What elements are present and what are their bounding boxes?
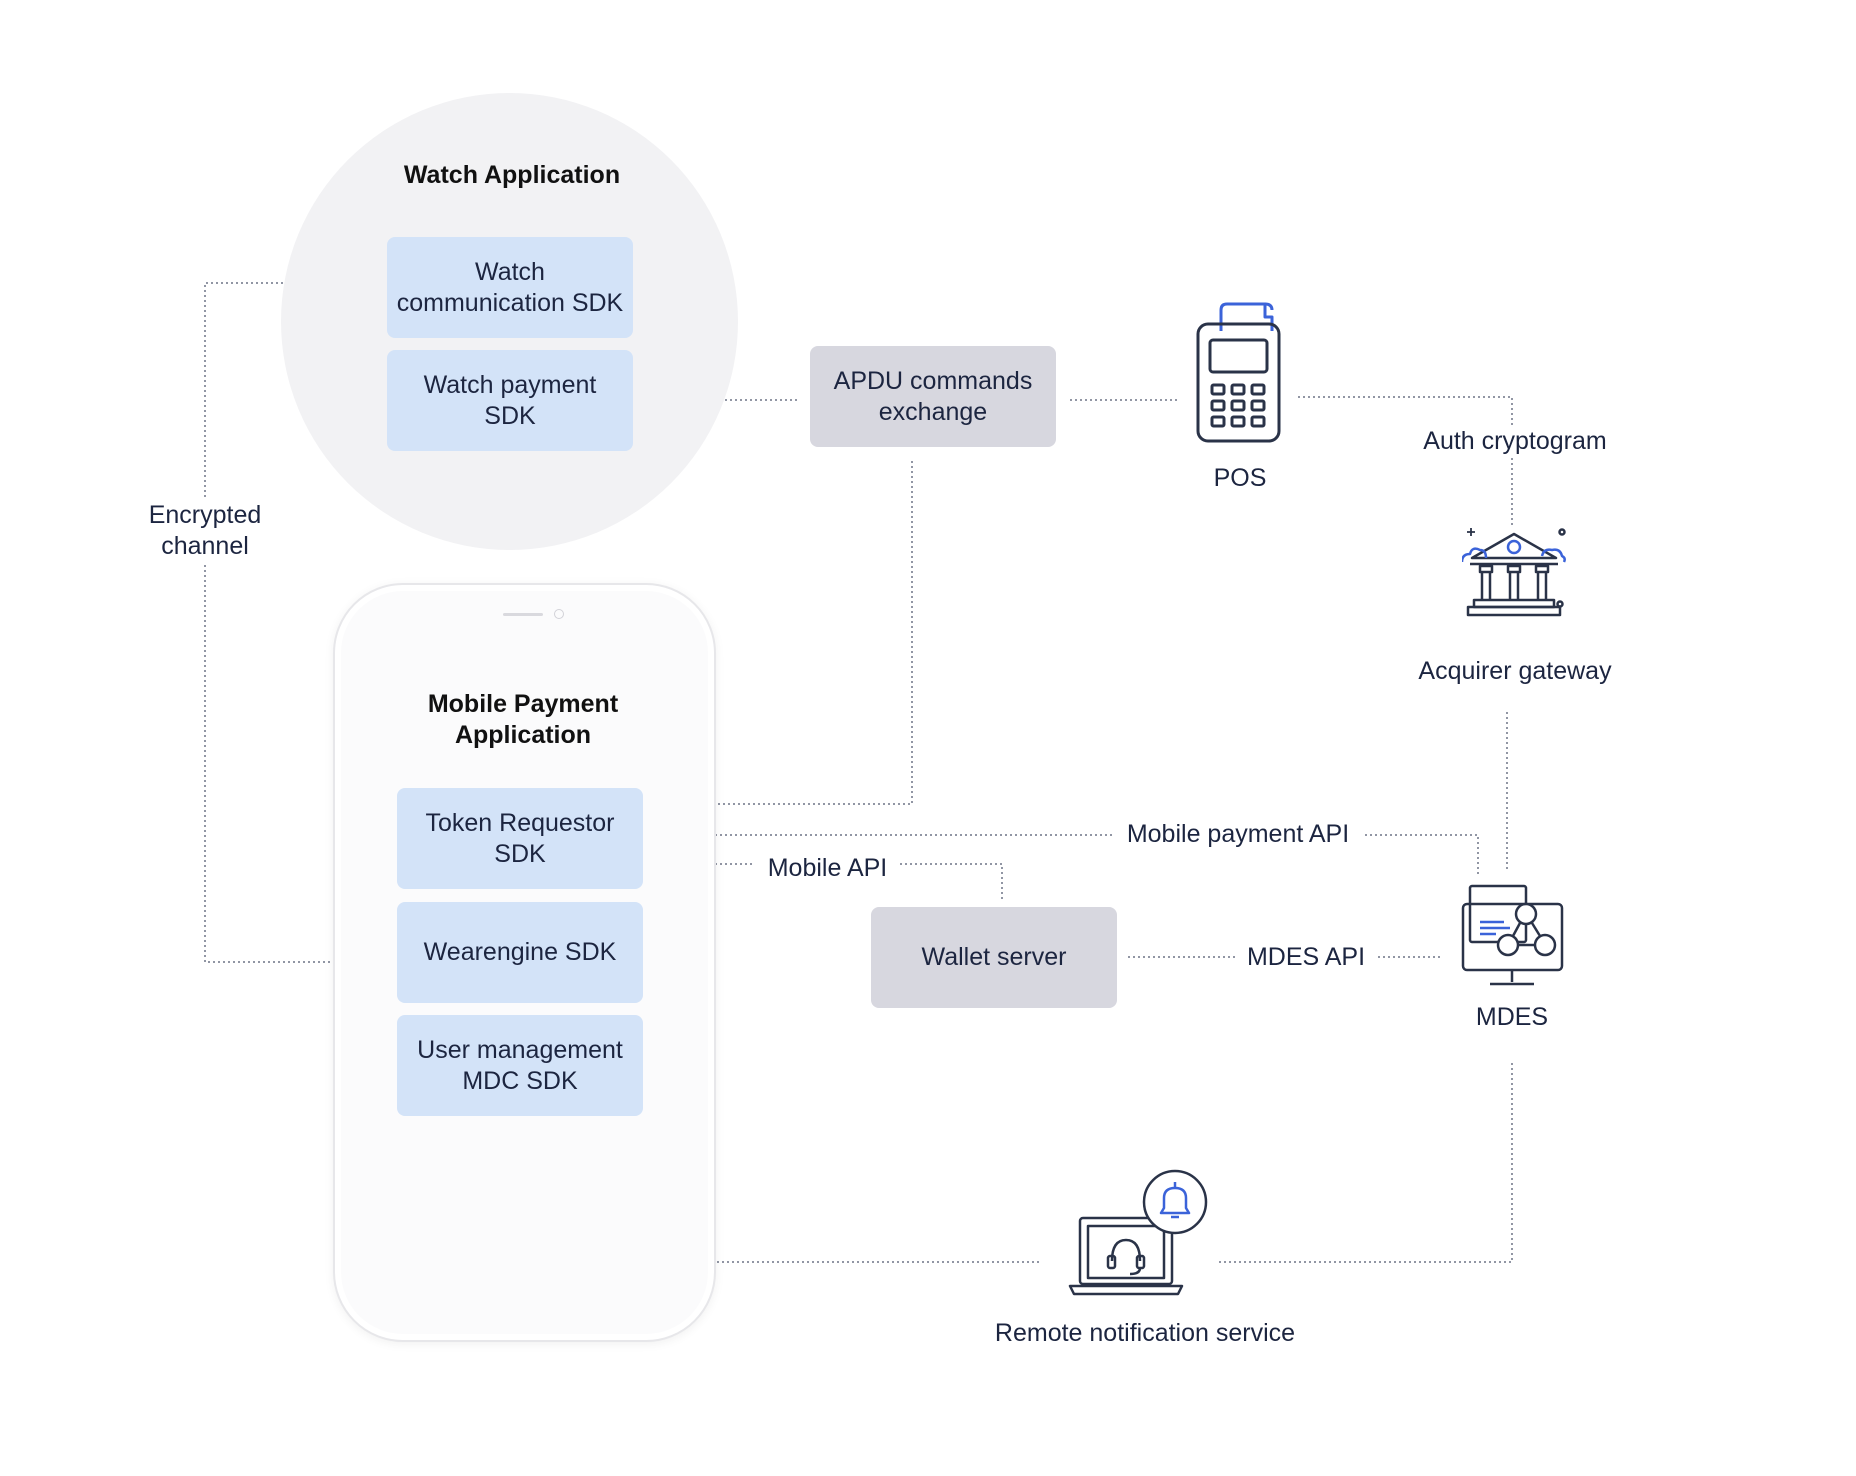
bank-icon <box>1462 528 1566 617</box>
pos-label: POS <box>1190 463 1290 494</box>
wallet-server-box[interactable]: Wallet server <box>871 907 1117 1008</box>
mobile-payment-application-title: Mobile Payment Application <box>427 690 619 749</box>
auth-cryptogram-label: Auth cryptogram <box>1410 426 1620 457</box>
pos-acquirer-line <box>1298 396 1513 525</box>
remote-notification-service-label: Remote notification service <box>970 1318 1320 1349</box>
mobile-payment-api-label: Mobile payment API <box>1113 819 1363 850</box>
phone-speaker <box>503 613 543 616</box>
mdes-label: MDES <box>1457 1002 1567 1033</box>
laptop-bell-icon <box>1068 1169 1208 1296</box>
mdes-remote-line <box>1218 1063 1513 1263</box>
acquirer-gateway-label: Acquirer gateway <box>1410 656 1620 687</box>
pos-terminal-icon <box>1196 302 1281 443</box>
token-requestor-sdk-box[interactable]: Token Requestor SDK <box>397 788 643 889</box>
apdu-commands-exchange-box[interactable]: APDU commands exchange <box>810 346 1056 447</box>
user-management-mdc-sdk-box[interactable]: User management MDC SDK <box>397 1015 643 1116</box>
wearengine-sdk-box[interactable]: Wearengine SDK <box>397 902 643 1003</box>
encrypted-channel-line <box>204 278 385 963</box>
watch-payment-sdk-box[interactable]: Watch payment SDK <box>387 350 633 451</box>
mobile-api-label: Mobile API <box>755 853 900 884</box>
watch-communication-sdk-box[interactable]: Watch communication SDK <box>387 237 633 338</box>
mobile-payment-api-line <box>650 834 1479 876</box>
encrypted-channel-label: Encrypted channel <box>130 500 280 562</box>
phone-camera <box>554 609 564 619</box>
mdes-api-label: MDES API <box>1236 942 1376 973</box>
mobile-api-line <box>650 863 1003 900</box>
watch-application-title: Watch Application <box>403 161 621 189</box>
server-network-icon <box>1461 884 1564 986</box>
